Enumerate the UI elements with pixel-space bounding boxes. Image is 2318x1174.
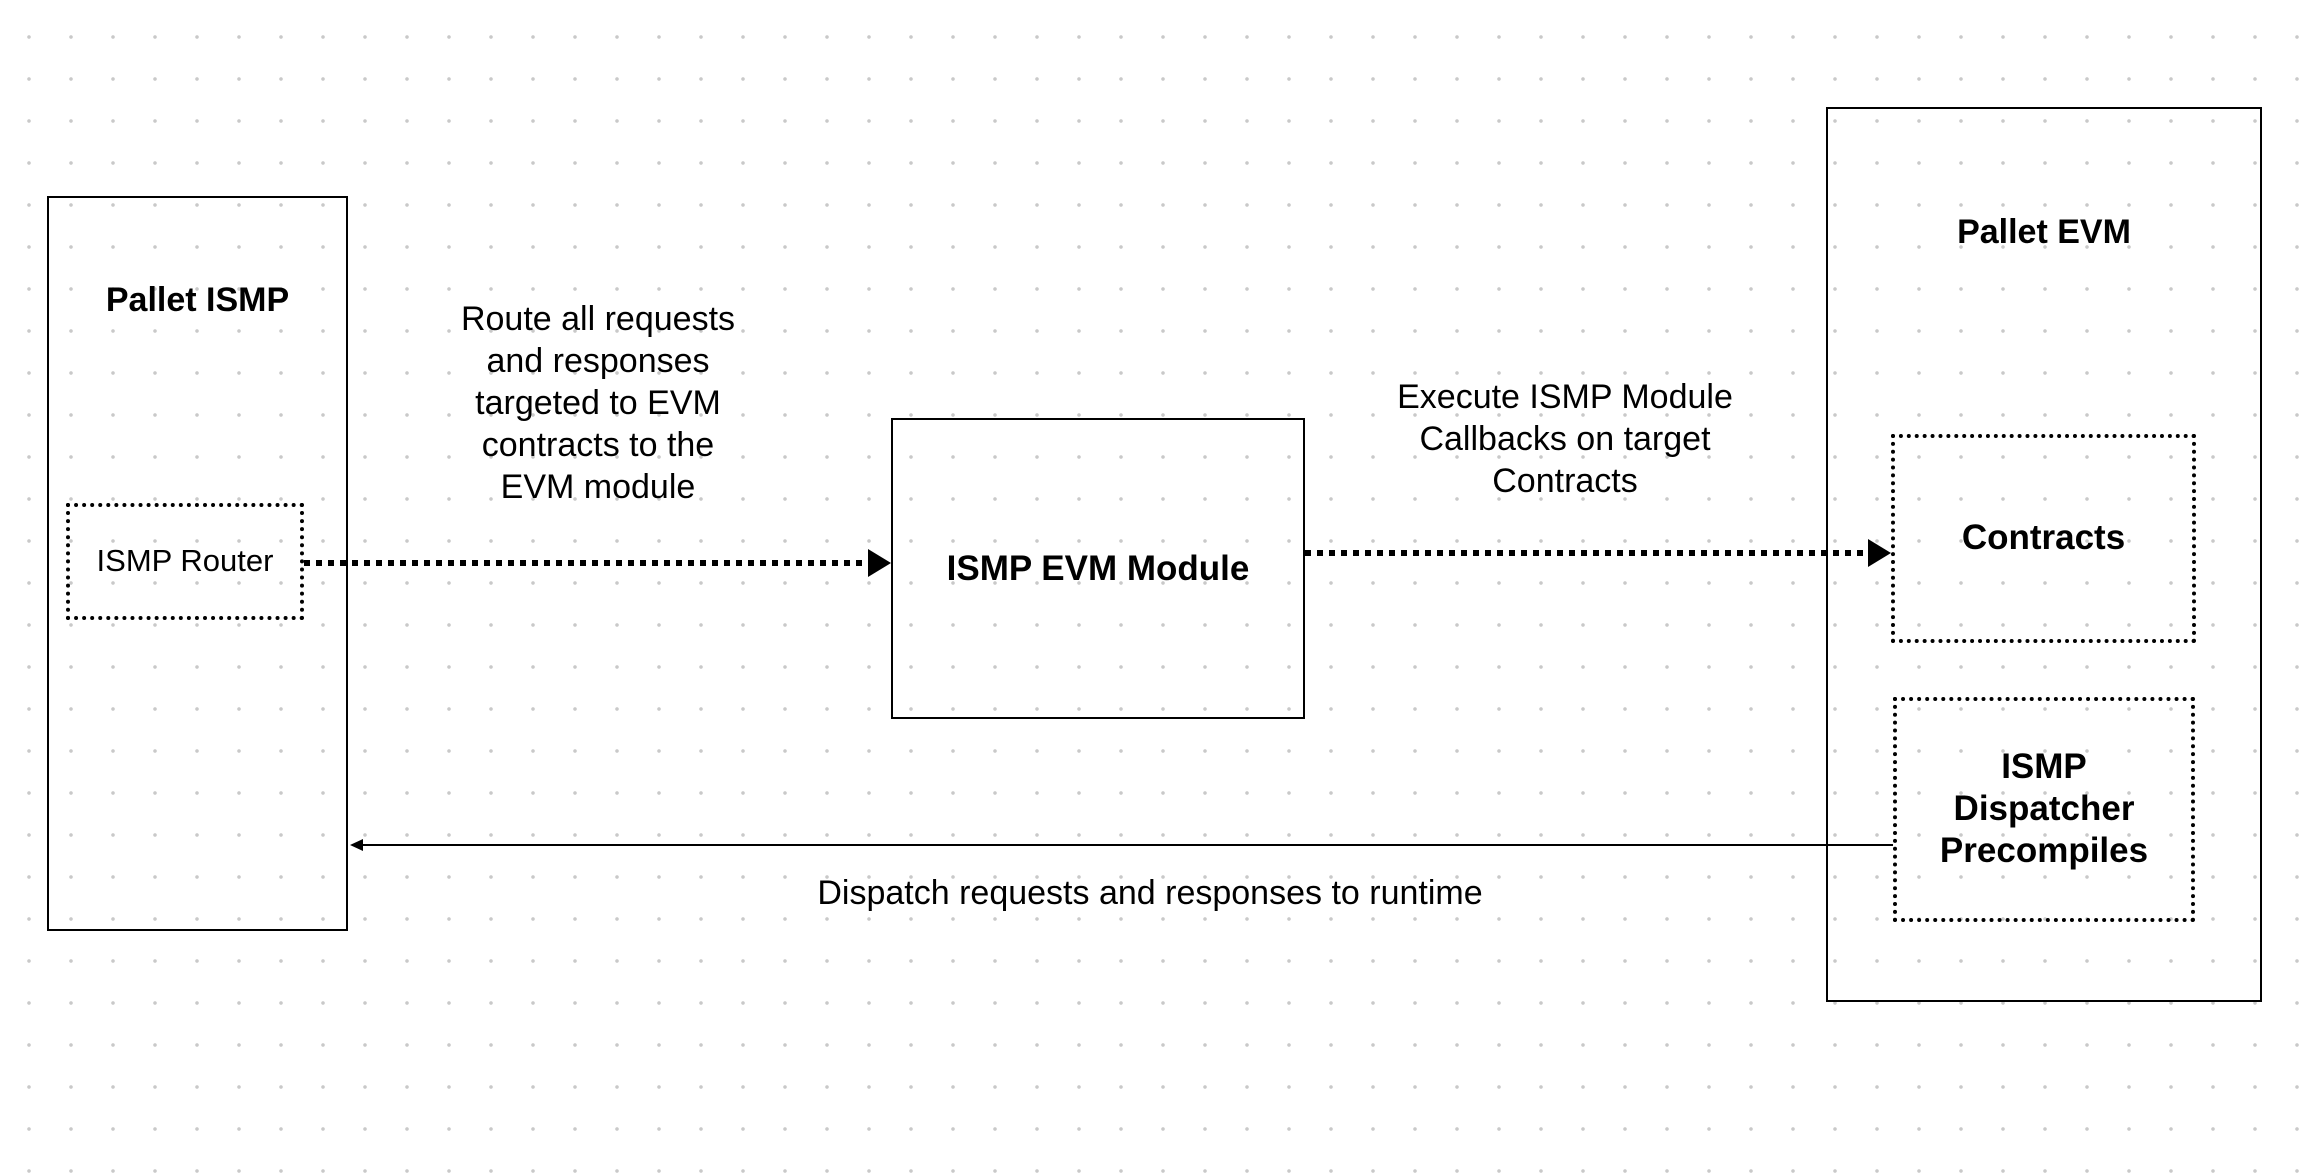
route-edge-label-line-1: Route all requests: [460, 300, 736, 338]
route-edge-label-line-3: targeted to EVM: [475, 384, 721, 422]
callbacks-edge-label-line-3: Contracts: [1492, 462, 1638, 500]
ismp-router-box[interactable]: [66, 503, 304, 620]
callbacks-edge-label-line-2: Callbacks on target: [1419, 420, 1711, 458]
route-edge-label: Route all requests and responses targete…: [418, 298, 778, 508]
route-edge-label-line-4: contracts to the: [481, 426, 715, 464]
ismp-router-label: ISMP Router: [96, 543, 274, 578]
pallet-evm-title: Pallet EVM: [1957, 213, 2131, 251]
dispatcher-label-line-3: Precompiles: [1939, 831, 2149, 870]
dispatch-edge-label: Dispatch requests and responses to runti…: [817, 874, 1483, 912]
dispatcher-precompiles-label: ISMP Dispatcher Precompiles: [1893, 746, 2195, 872]
route-edge-label-line-5: EVM module: [500, 468, 696, 506]
ismp-evm-module-label: ISMP EVM Module: [946, 549, 1250, 588]
callbacks-edge-label: Execute ISMP Module Callbacks on target …: [1365, 376, 1765, 502]
dispatcher-label-line-2: Dispatcher: [1953, 789, 2135, 828]
dispatcher-to-pallet-ismp-arrowhead: [350, 839, 363, 851]
contracts-box[interactable]: [1891, 434, 2196, 643]
callbacks-edge-label-line-1: Execute ISMP Module: [1397, 378, 1733, 416]
contracts-label: Contracts: [1961, 518, 2126, 557]
dispatcher-precompiles-box[interactable]: [1893, 697, 2195, 922]
dispatcher-label-line-1: ISMP: [2001, 747, 2087, 786]
route-edge-label-line-2: and responses: [486, 342, 710, 380]
router-to-module-arrowhead: [868, 549, 891, 577]
ismp-evm-module-box[interactable]: [891, 418, 1305, 719]
pallet-ismp-title: Pallet ISMP: [105, 281, 290, 319]
